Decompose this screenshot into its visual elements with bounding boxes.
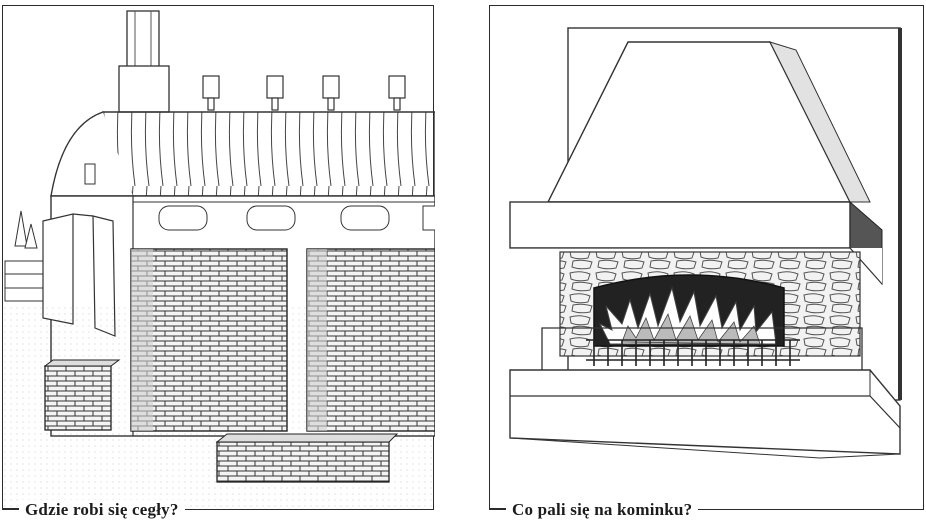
fireplace-panel: Co pali się na kominku? bbox=[489, 5, 924, 520]
background-trees bbox=[4, 210, 44, 302]
fireplace-illustration bbox=[509, 27, 902, 459]
caption-rule bbox=[2, 508, 22, 510]
caption-fireplace: Co pali się na kominku? bbox=[506, 500, 699, 520]
caption-brickworks: Gdzie robi się cegły? bbox=[19, 500, 185, 520]
chimney bbox=[118, 10, 170, 113]
brick-stack-front bbox=[215, 433, 399, 483]
barrel-roof bbox=[50, 111, 435, 197]
fireplace-hood bbox=[509, 41, 883, 286]
brick-stack-small bbox=[43, 359, 121, 431]
roof-vents bbox=[202, 75, 406, 111]
brick-stack-large bbox=[130, 248, 288, 432]
brickworks-panel: Gdzie robi się cegły? bbox=[2, 5, 435, 520]
caption-rule bbox=[489, 508, 509, 510]
brickworks-illustration bbox=[3, 10, 435, 511]
fire-grate bbox=[586, 339, 800, 366]
hearth bbox=[509, 327, 901, 459]
firebox bbox=[593, 274, 785, 347]
brick-stack-right bbox=[306, 248, 435, 432]
